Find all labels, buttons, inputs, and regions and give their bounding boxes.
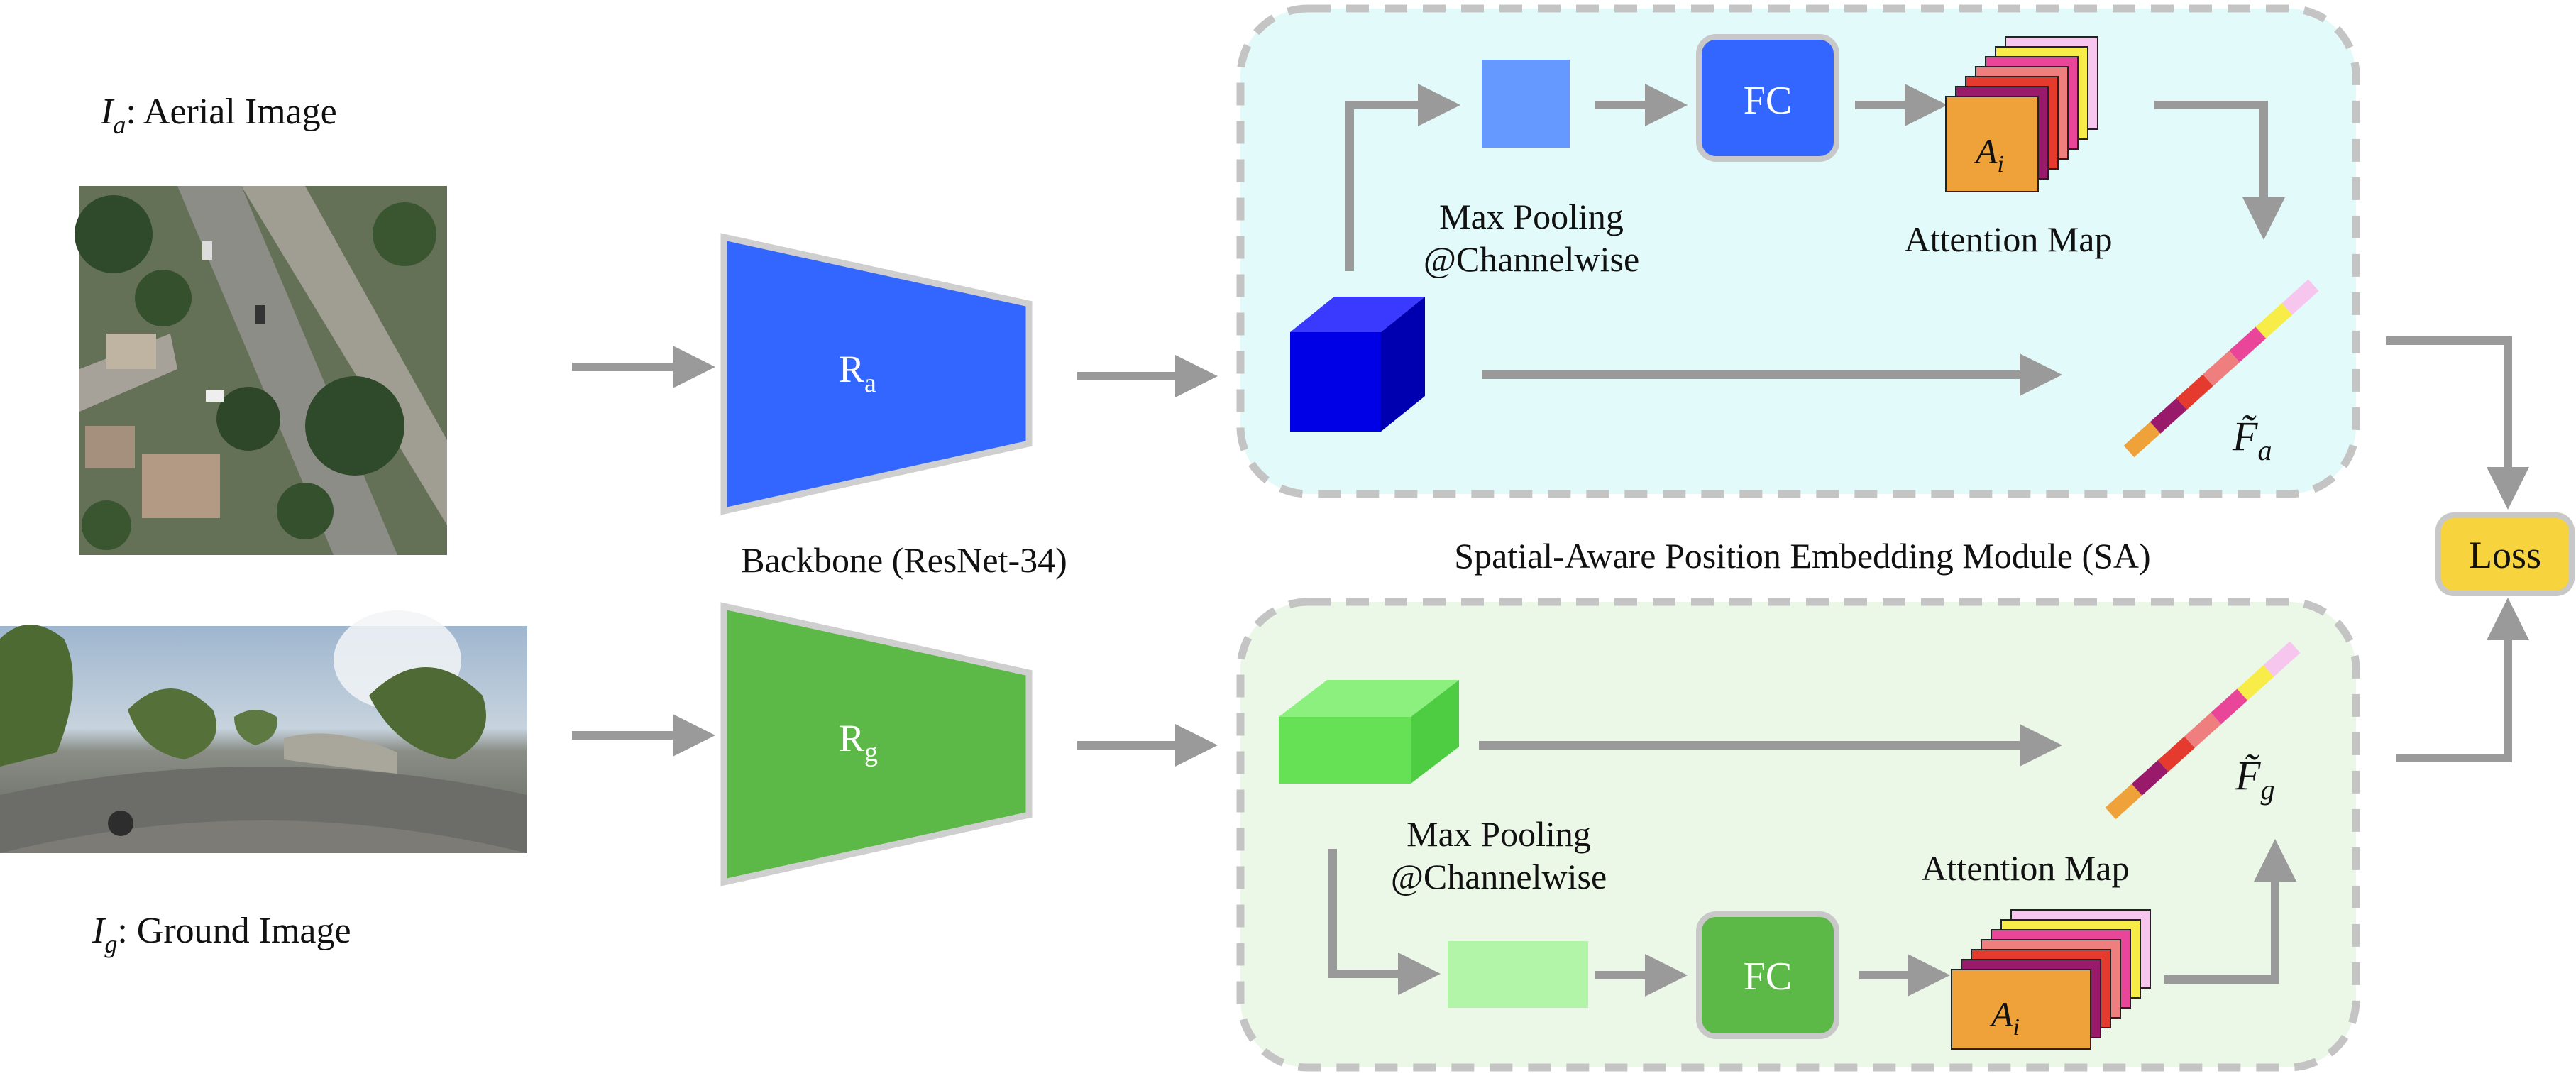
attention-map-stack-aerial bbox=[1945, 36, 2098, 192]
attention-label-aerial: Attention Map bbox=[1904, 219, 2112, 259]
feature-symbol-aerial: F̃a bbox=[2232, 413, 2272, 466]
fc-layer-ground bbox=[1696, 911, 1839, 1039]
arrow-cube-to-pool-ground bbox=[1328, 849, 1441, 995]
feature-symbol-ground: F̃g bbox=[2235, 752, 2274, 806]
arrow-attention-to-feature-ground bbox=[2164, 839, 2296, 984]
fc-layer-aerial bbox=[1696, 34, 1839, 162]
attention-symbol-aerial: Ai bbox=[1974, 131, 2004, 177]
feature-vector-ground bbox=[2105, 641, 2301, 820]
backbone-aerial-label: Ra bbox=[839, 348, 876, 398]
pooled-feature-ground bbox=[1448, 941, 1588, 1008]
pool-label-aerial-1: Max Pooling bbox=[1439, 197, 1624, 236]
feature-vector-aerial bbox=[2123, 279, 2319, 458]
arrow-cube-to-pool-aerial bbox=[1345, 84, 1460, 271]
pool-label-ground-2: @Channelwise bbox=[1391, 857, 1607, 896]
arrow-attention-to-feature-aerial bbox=[2154, 101, 2285, 240]
loss-label: Loss bbox=[2469, 534, 2541, 576]
fc-layer-ground-label: FC bbox=[1744, 955, 1793, 999]
pool-label-aerial-2: @Channelwise bbox=[1424, 239, 1639, 279]
loss-box bbox=[2435, 512, 2575, 596]
attention-label-ground: Attention Map bbox=[1921, 848, 2129, 888]
backbone-ground bbox=[720, 602, 1033, 886]
ground-image bbox=[0, 610, 527, 853]
attention-symbol-ground: Ai bbox=[1989, 994, 2020, 1041]
aerial-image-label: Ia: Aerial Image bbox=[100, 92, 337, 139]
backbone-caption: Backbone (ResNet-34) bbox=[741, 540, 1067, 580]
sa-module-title: Spatial-Aware Position Embedding Module … bbox=[1454, 536, 2150, 576]
aerial-image bbox=[75, 186, 447, 555]
pool-label-ground-1: Max Pooling bbox=[1407, 814, 1591, 854]
feature-cube-ground bbox=[1279, 680, 1459, 784]
ground-image-label: Ig: Ground Image bbox=[92, 911, 351, 958]
arrow-aerial-feature-to-loss bbox=[2386, 336, 2529, 510]
fc-layer-aerial-label: FC bbox=[1744, 79, 1793, 123]
attention-map-stack-ground bbox=[1951, 909, 2151, 1050]
arrow-ground-feature-to-loss bbox=[2396, 598, 2529, 762]
backbone-ground-label: Rg bbox=[839, 717, 878, 767]
backbone-aerial bbox=[720, 233, 1033, 515]
feature-cube-aerial bbox=[1290, 297, 1425, 432]
pooled-feature-aerial bbox=[1482, 60, 1570, 148]
